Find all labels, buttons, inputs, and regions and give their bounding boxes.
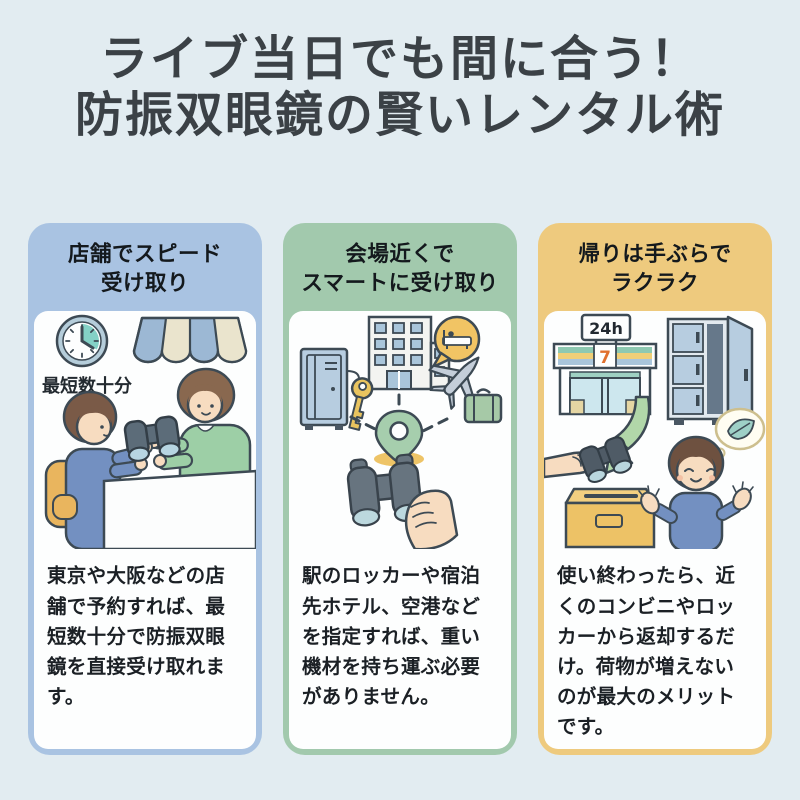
page-title-line1: ライブ当日でも間に合う！	[99, 31, 700, 87]
card-store-pickup-header-line1: 店舗でスピード	[67, 241, 222, 267]
speed-badge: 最短数十分	[42, 375, 132, 397]
counter	[102, 470, 256, 550]
card-easy-return-header-line2: ラクラク	[610, 271, 699, 297]
card-easy-return-illustration: 24h 7	[544, 311, 766, 550]
card-easy-return: 帰りは手ぶらで ラクラク 24h 7	[538, 223, 772, 756]
page-title-line2: 防振双眼鏡の賢いレンタル術	[74, 86, 725, 143]
airplane-icon	[428, 356, 480, 411]
connector-dashes	[349, 393, 449, 433]
clock-icon	[55, 315, 109, 368]
convenience-store-icon: 24h 7	[552, 314, 658, 416]
card-venue-pickup-body: 駅のロッカーや宿泊先ホテル、空港などを指定すれば、重い機材を持ち運ぶ必要がありま…	[302, 564, 481, 709]
return-box-icon	[564, 488, 656, 549]
binoculars-icon	[578, 436, 633, 484]
card-store-pickup-header: 店舗でスピード 受け取り	[28, 223, 262, 311]
key-icon	[348, 377, 374, 432]
page-title: ライブ当日でも間に合う！ 防振双眼鏡の賢いレンタル術	[0, 0, 800, 143]
customer-boy	[44, 391, 153, 550]
card-easy-return-panel: 24h 7	[544, 311, 766, 750]
card-store-pickup: 店舗でスピード 受け取り	[28, 223, 262, 756]
card-easy-return-body: 使い終わったら、近くのコンビニやロッカーから返却するだけ。荷物が増えないのが最大…	[557, 564, 736, 739]
hotel-room-bubble-icon	[431, 316, 481, 369]
card-store-pickup-header-line2: 受け取り	[100, 271, 189, 297]
locker-icon	[299, 348, 360, 431]
binoculars-icon	[123, 415, 181, 463]
store-logo-label: 7	[599, 348, 611, 368]
card-venue-pickup-panel: 駅のロッカーや宿泊先ホテル、空港などを指定すれば、重い機材を持ち運ぶ必要がありま…	[289, 311, 511, 750]
card-venue-pickup-header-line2: スマートに受け取り	[301, 271, 499, 297]
suitcase-icon	[463, 388, 503, 424]
card-venue-pickup-header: 会場近くで スマートに受け取り	[283, 223, 517, 311]
cards-row: 店舗でスピード 受け取り	[28, 223, 772, 756]
card-easy-return-header-line1: 帰りは手ぶらで	[578, 241, 732, 267]
card-venue-pickup-illustration	[289, 311, 511, 550]
card-easy-return-header: 帰りは手ぶらで ラクラク	[538, 223, 772, 311]
card-store-pickup-body: 東京や大阪などの店舗で予約すれば、最短数十分で防振双眼鏡を直接受け取れます。	[47, 564, 226, 709]
card-venue-pickup: 会場近くで スマートに受け取り	[283, 223, 517, 756]
card-store-pickup-panel: 最短数十分	[34, 311, 256, 750]
return-locker-icon	[666, 316, 754, 431]
card-store-pickup-illustration: 最短数十分	[34, 311, 256, 550]
card-venue-pickup-header-line1: 会場近くで	[345, 241, 455, 267]
happy-boy	[638, 436, 754, 550]
store-sign-label: 24h	[589, 319, 623, 338]
hand-icon	[404, 489, 459, 550]
store-awning-icon	[132, 317, 248, 364]
